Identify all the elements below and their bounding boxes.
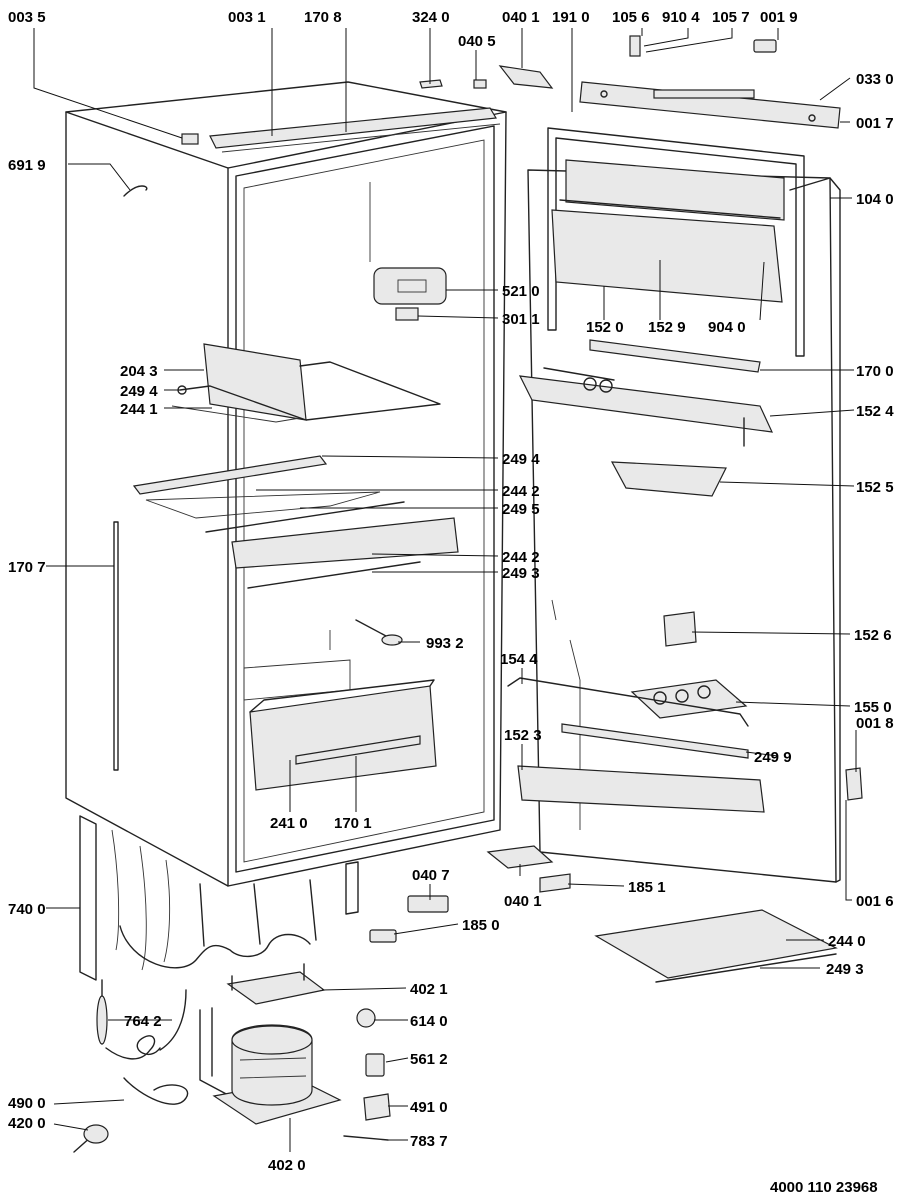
label-3011: 301 1 [502,311,540,328]
label-2441: 244 1 [120,401,158,418]
label-0407: 040 7 [412,867,450,884]
label-2493-a: 249 3 [502,565,540,582]
door-hinge-0018 [845,767,863,801]
label-1851: 185 1 [628,879,666,896]
small-electrical-parts [343,895,449,1141]
glass-shelves [132,455,459,589]
label-2493-b: 249 3 [826,961,864,978]
power-plug [73,1124,109,1153]
label-2442-a: 244 2 [502,483,540,500]
label-1707: 170 7 [8,559,46,576]
dairy-compartment [551,159,785,303]
label-1525: 152 5 [856,479,894,496]
label-1524: 152 4 [856,403,894,420]
label-5612: 561 2 [410,1051,448,1068]
label-1523: 152 3 [504,727,542,744]
label-2043: 204 3 [120,363,158,380]
small-box [610,461,727,497]
label-2410: 241 0 [270,815,308,832]
clip-part [419,79,443,89]
condenser-coil [79,815,359,981]
sensor-probe [355,619,403,646]
hinge-cover-1851 [539,873,571,893]
leader-lines [33,28,857,1152]
label-0017: 001 7 [856,115,894,132]
bottle-shelf [517,765,765,813]
label-0035: 003 5 [8,9,46,26]
label-1040: 104 0 [856,191,894,208]
label-9932: 993 2 [426,635,464,652]
label-2495: 249 5 [502,501,540,518]
label-1057: 105 7 [712,9,750,26]
label-1550: 155 0 [854,699,892,716]
label-6919: 691 9 [8,157,46,174]
bottom-plate-trim [655,953,837,983]
label-0405: 040 5 [458,33,496,50]
label-4021: 402 1 [410,981,448,998]
label-5210: 521 0 [502,283,540,300]
compressor-bracket [226,963,326,1005]
hinge-plate [579,81,841,129]
label-0019: 001 9 [760,9,798,26]
label-2494-a: 249 4 [120,383,158,400]
label-4910: 491 0 [410,1099,448,1116]
label-2440: 244 0 [828,933,866,950]
hinge-screw-part [629,35,641,57]
part-labels: 003 5 003 1 170 8 324 0 040 5 040 1 191 … [8,9,894,1174]
label-1056: 105 6 [612,9,650,26]
label-1526: 152 6 [854,627,892,644]
capillary-and-cable [96,979,189,1105]
door-clip-1526 [663,611,697,647]
label-0401-top: 040 1 [502,9,540,26]
compressor [199,1007,342,1125]
label-9104: 910 4 [662,9,700,26]
hinge-bracket-top [498,65,554,89]
label-3240: 324 0 [412,9,450,26]
label-2494-b: 249 4 [502,451,540,468]
label-1700: 170 0 [856,363,894,380]
label-4020: 402 0 [268,1157,306,1174]
label-1708: 170 8 [304,9,342,26]
label-0330: 033 0 [856,71,894,88]
label-0018: 001 8 [856,715,894,732]
label-1544: 154 4 [500,651,538,668]
bottle-rail [507,677,749,727]
bottom-glass-plate [594,909,838,979]
label-9040: 904 0 [708,319,746,336]
label-7837: 783 7 [410,1133,448,1150]
label-0016: 001 6 [856,893,894,910]
egg-tray [630,679,748,719]
label-4900: 490 0 [8,1095,46,1112]
upper-shelf-assembly [171,343,441,423]
label-0031: 003 1 [228,9,266,26]
label-1529: 152 9 [648,319,686,336]
crisper-drawer [249,679,437,791]
label-1520: 152 0 [586,319,624,336]
drawing-number: 4000 110 23968 [770,1179,878,1196]
label-7400: 740 0 [8,901,46,918]
hinge-cap-part [753,39,777,53]
label-1850: 185 0 [462,917,500,934]
label-1910: 191 0 [552,9,590,26]
label-1701: 170 1 [334,815,372,832]
door-shelf-upper [518,367,774,447]
label-4200: 420 0 [8,1115,46,1132]
label-2442-b: 244 2 [502,549,540,566]
label-0401-bottom: 040 1 [504,893,542,910]
label-7642: 764 2 [124,1013,162,1030]
label-6140: 614 0 [410,1013,448,1030]
rail-strip [561,723,749,759]
door-bar-1700 [589,339,761,373]
thermostat-housing [373,267,447,321]
cabinet-body [65,81,507,887]
cable-part [123,185,148,197]
label-2499: 249 9 [754,749,792,766]
hinge-bracket-bottom [486,845,554,869]
small-cap [473,79,487,89]
